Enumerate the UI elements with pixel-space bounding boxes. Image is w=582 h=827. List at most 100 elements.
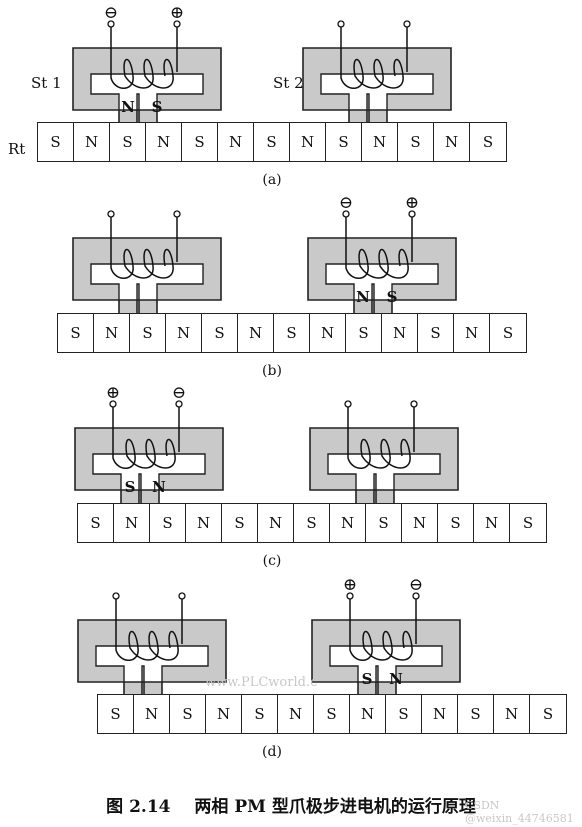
coil-winding	[340, 26, 408, 89]
rotor-pole-n: N	[238, 314, 274, 352]
rotor-pole-n: N	[454, 314, 490, 352]
left-tooth-pole-s: S	[124, 478, 136, 496]
panel-b-caption: (b)	[262, 363, 282, 379]
left-minus-terminal-icon: ⊖	[171, 383, 187, 403]
right-tooth-pole-s: S	[361, 670, 373, 688]
rotor-pole-s: S	[58, 314, 94, 352]
coil-winding	[345, 216, 413, 279]
left-tooth-pole-s: S	[151, 98, 163, 116]
figure-caption: 图 2.14 两相 PM 型爪极步进电机的运行原理	[0, 792, 582, 817]
rotor-pole-n: N	[146, 123, 182, 161]
panel-a-caption: (a)	[262, 172, 282, 188]
panel-d-stator-right	[311, 592, 461, 699]
rotor-pole-n: N	[290, 123, 326, 161]
panel-d-stator-left	[77, 592, 227, 699]
stator-slot	[320, 73, 434, 111]
stator-slot	[329, 645, 443, 683]
rotor-pole-s: S	[254, 123, 290, 161]
rotor-pole-s: S	[398, 123, 434, 161]
rotor-pole-s: S	[418, 314, 454, 352]
panel-a-stator-left	[72, 20, 222, 127]
terminal-left	[109, 400, 117, 408]
rotor-pole-n: N	[434, 123, 470, 161]
rotor-pole-s: S	[482, 133, 494, 151]
coil-winding	[110, 216, 178, 279]
rotor-pole-s: S	[458, 695, 494, 733]
rotor-pole-n: N	[206, 695, 242, 733]
terminal-right	[173, 210, 181, 218]
rotor-pole-n: N	[330, 504, 366, 542]
watermark-csdn: CSDN @weixin_44746581	[465, 799, 574, 825]
rotor-pole-s: S	[242, 695, 278, 733]
panel-c-stator-left	[74, 400, 224, 507]
coil-winding	[115, 598, 183, 661]
rotor-pole-s: S	[182, 123, 218, 161]
rotor-pole-s: S	[274, 314, 310, 352]
coil-winding	[112, 406, 180, 469]
panel-b-svg	[72, 210, 457, 317]
right-tooth-pole-n: N	[356, 288, 370, 306]
stator-slot	[95, 645, 209, 683]
panel-c-svg	[74, 400, 459, 507]
rotor-pole-n: N	[402, 504, 438, 542]
stator-slot	[90, 73, 204, 111]
watermark: www.PLCworld.c	[205, 675, 318, 690]
rotor-pole-n: N	[218, 123, 254, 161]
left-plus-terminal-icon: ⊕	[105, 383, 121, 403]
terminal-right	[412, 592, 420, 600]
rotor-pole-s: S	[438, 504, 474, 542]
rotor-pole-s: S	[150, 504, 186, 542]
rotor-pole-n: N	[494, 695, 530, 733]
rotor-pole-s: S	[522, 514, 534, 532]
rotor-pole-s: S	[346, 314, 382, 352]
figure-title: 两相 PM 型爪极步进电机的运行原理	[194, 797, 476, 817]
rotor-pole-n: N	[474, 504, 510, 542]
rotor-pole-s: S	[542, 705, 554, 723]
terminal-right	[178, 592, 186, 600]
stator-slot	[327, 453, 441, 491]
right-tooth-pole-n: N	[389, 670, 403, 688]
rotor-pole-s: S	[502, 324, 514, 342]
panel-b-stator-right	[307, 210, 457, 317]
terminal-left	[342, 210, 350, 218]
panel-b-stator-left	[72, 210, 222, 317]
terminal-left	[107, 210, 115, 218]
left-tooth-pole-n: N	[121, 98, 135, 116]
panel-c-stator-right	[309, 400, 459, 507]
right-minus-terminal-icon: ⊖	[338, 193, 354, 213]
rotor-pole-s: S	[326, 123, 362, 161]
terminal-right	[175, 400, 183, 408]
rotor-pole-n: N	[422, 695, 458, 733]
panel-d-svg	[77, 592, 461, 699]
rotor-pole-n: N	[362, 123, 398, 161]
rotor-pole-n: N	[114, 504, 150, 542]
rotor-pole-s: S	[78, 504, 114, 542]
terminal-left	[346, 592, 354, 600]
left-plus-terminal-icon: ⊕	[169, 3, 185, 23]
rotor-pole-s: S	[222, 504, 258, 542]
rotor-pole-n: N	[258, 504, 294, 542]
stator-slot	[90, 263, 204, 301]
panel-d-caption: (d)	[262, 744, 282, 760]
rotor-pole-n: N	[350, 695, 386, 733]
rotor-pole-s: S	[294, 504, 330, 542]
rotor-pole-n: N	[94, 314, 130, 352]
rotor-pole-n: N	[278, 695, 314, 733]
terminal-left	[107, 20, 115, 28]
panel-c-caption: (c)	[262, 553, 282, 569]
rotor-pole-s: S	[314, 695, 350, 733]
label-st1: St 1	[31, 74, 62, 92]
right-minus-terminal-icon: ⊖	[408, 575, 424, 595]
figure-number: 图 2.14	[106, 797, 171, 817]
rotor-pole-n: N	[134, 695, 170, 733]
rotor-pole-n: N	[310, 314, 346, 352]
rotor-pole-s: S	[110, 123, 146, 161]
rotor-pole-s: S	[202, 314, 238, 352]
rotor-pole-s: S	[366, 504, 402, 542]
